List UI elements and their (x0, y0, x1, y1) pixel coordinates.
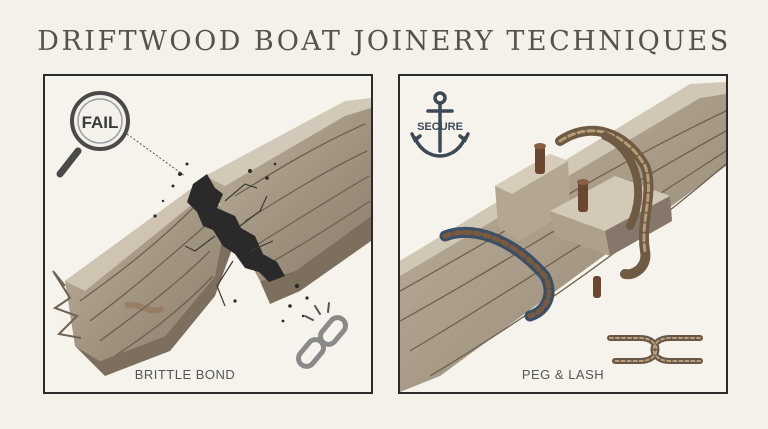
anchor-icon (410, 91, 470, 158)
wooden-pegs (534, 143, 601, 298)
broken-chain-icon (296, 302, 348, 369)
magnifier-icon (56, 91, 186, 178)
intact-plank-piece (205, 98, 371, 304)
brittle-bond-panel: FAIL BRITTLE BOND (43, 74, 373, 394)
splintered-plank-piece (52, 186, 235, 376)
lashed-plank-illustration: SECURE (400, 82, 726, 392)
brittle-bond-caption: BRITTLE BOND (134, 367, 236, 382)
peg-and-lash-panel: SECURE PEG & LASH (398, 74, 728, 394)
broken-plank-illustration: FAIL (52, 91, 371, 376)
page-title: DRIFTWOOD BOAT JOINERY TECHNIQUES (37, 26, 731, 57)
reef-knot-icon (607, 335, 703, 364)
rope-lashing (439, 125, 654, 322)
peg-and-lash-caption: PEG & LASH (521, 367, 605, 382)
glue-crack (153, 162, 309, 323)
fail-badge-text: FAIL (82, 113, 119, 132)
secure-badge-text: SECURE (417, 121, 463, 133)
